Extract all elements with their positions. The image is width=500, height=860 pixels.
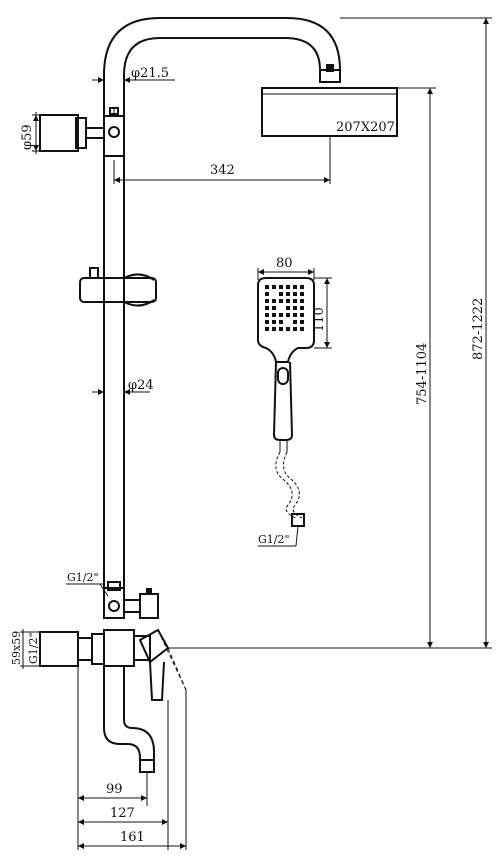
pipe-diameter-label: φ21.5 — [131, 66, 169, 81]
arm-reach-label: 342 — [210, 163, 235, 178]
spout-depth-dimensions: 99 127 161 — [77, 666, 187, 850]
bath-spout — [103, 666, 155, 773]
wall-mount-diameter-label: φ59 — [20, 124, 35, 150]
upper-wall-bracket — [39, 107, 125, 157]
hose-thread-callout: G1/2" — [258, 525, 299, 547]
spout-depth-3-label: 161 — [120, 830, 145, 845]
slide-bracket — [79, 267, 157, 307]
wall-mount-diameter-dimension: φ59 — [20, 112, 42, 154]
pipe-diameter-dimension: φ21.5 — [92, 66, 175, 83]
outlet-thread-label: G1/2" — [67, 571, 99, 584]
shower-hose — [275, 451, 305, 527]
handshower-height-label: 110 — [312, 307, 327, 332]
arm-reach-dimension: 342 — [113, 136, 331, 184]
head-height-label: 754-1104 — [415, 343, 430, 405]
outlet-thread-callout: G1/2" — [66, 571, 109, 597]
rail-diameter-dimension: φ24 — [92, 378, 154, 395]
riser-pipe — [103, 17, 341, 600]
mixer-escutcheon-label: 59x59 — [10, 631, 23, 665]
handshower-height-dimension: 110 — [312, 277, 332, 349]
rail-diameter-label: φ24 — [128, 378, 154, 393]
handshower-width-label: 80 — [276, 256, 293, 271]
total-height-label: 872-1222 — [471, 298, 486, 360]
spout-depth-2-label: 127 — [110, 806, 135, 821]
head-connector — [319, 64, 341, 83]
handshower-width-dimension: 80 — [257, 256, 315, 280]
mixer-body — [39, 628, 187, 701]
spout-depth-1-label: 99 — [106, 782, 123, 797]
hose-thread-label: G1/2" — [258, 533, 290, 546]
head-size-dimension: 207X207 — [262, 120, 397, 137]
mixer-escutcheon-dimension: 59x59 G1/2" — [10, 629, 42, 669]
head-height-dimension: 754-1104 — [397, 87, 436, 648]
hand-shower — [257, 277, 315, 452]
total-height-dimension: 872-1222 — [340, 17, 492, 648]
mixer-thread-label: G1/2" — [27, 632, 40, 664]
nozzle-grid — [265, 285, 304, 331]
diverter-outlet — [103, 581, 159, 619]
head-size-label: 207X207 — [336, 120, 395, 135]
